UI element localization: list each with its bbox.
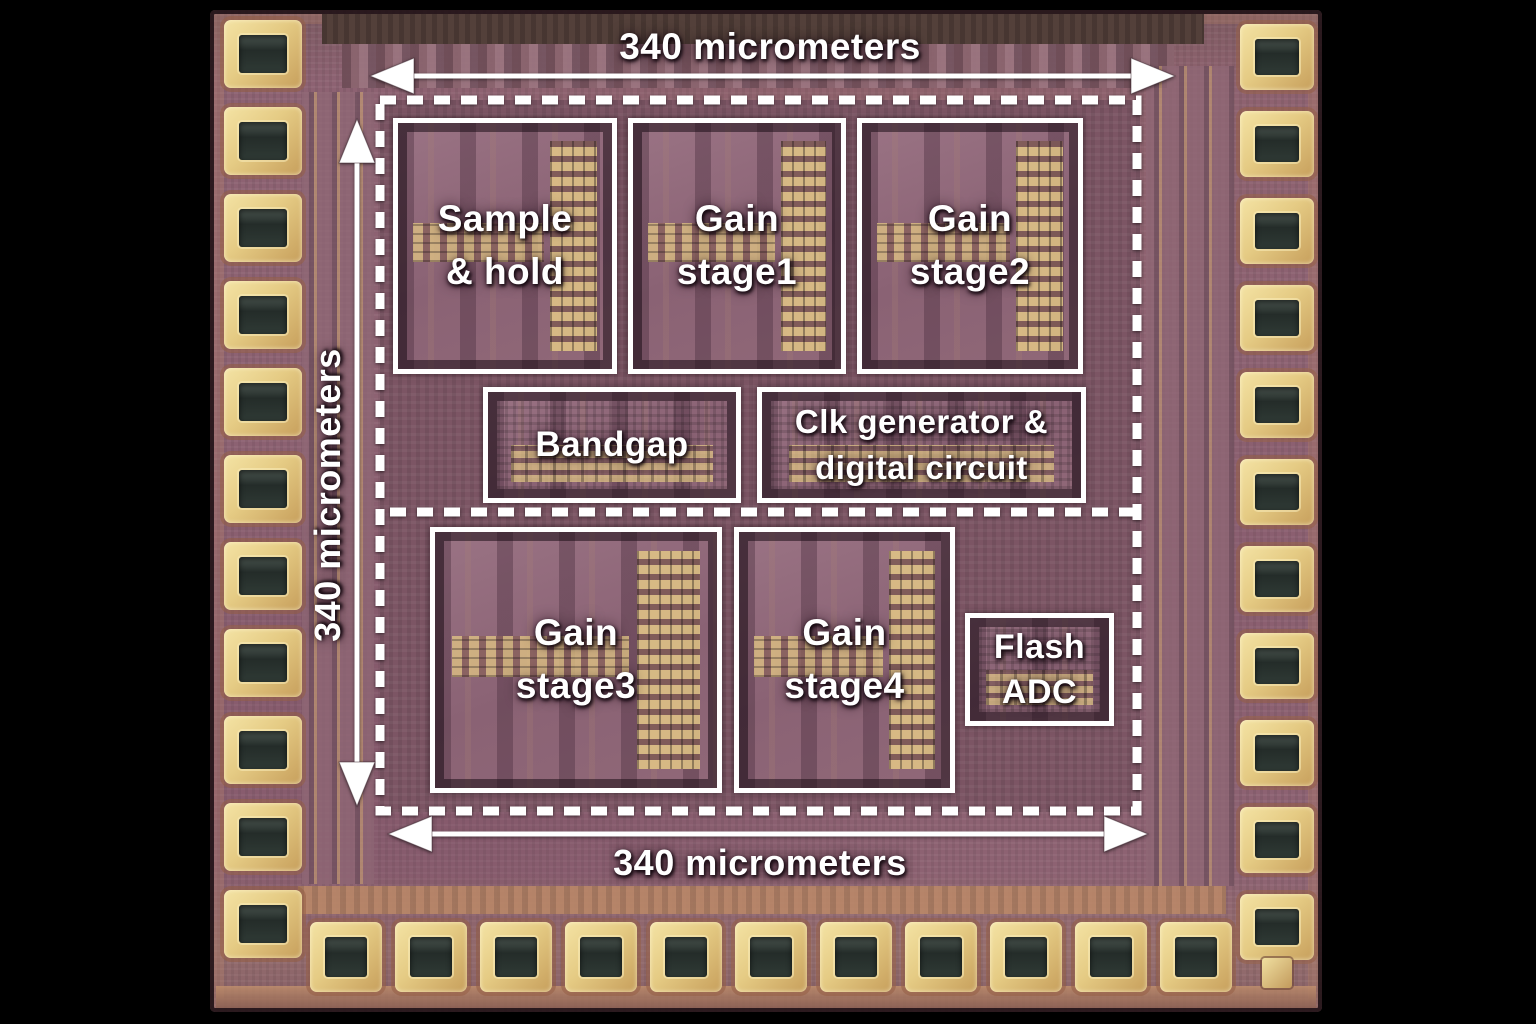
block-gain-stage4: Gain stage4 [734, 527, 955, 793]
bond-pad [480, 922, 552, 992]
top-seal-ring-band [322, 14, 1204, 44]
bond-pad [1240, 807, 1314, 873]
block-sample-and-hold: Sample & hold [393, 118, 617, 374]
bond-pad [990, 922, 1062, 992]
block-circuitry [497, 401, 727, 489]
block-gain-stage2: Gain stage2 [857, 118, 1083, 374]
bond-pad [1160, 922, 1232, 992]
right-routing-stripes [1146, 66, 1234, 886]
block-circuitry [748, 541, 941, 779]
dimension-label-left: 340 micrometers [307, 348, 348, 642]
block-circuitry [979, 627, 1100, 712]
block-circuitry [407, 132, 603, 360]
bond-pad [224, 107, 302, 175]
bond-pad [310, 922, 382, 992]
bond-pad [224, 194, 302, 262]
bond-pad [224, 890, 302, 958]
bond-pad [395, 922, 467, 992]
bond-pad [1240, 546, 1314, 612]
bond-pad [1240, 633, 1314, 699]
block-circuitry [871, 132, 1069, 360]
bottom-power-ring [298, 886, 1226, 914]
bond-pad [1240, 894, 1314, 960]
block-gain-stage1: Gain stage1 [628, 118, 846, 374]
bond-pad [1240, 24, 1314, 90]
dimension-label-top: 340 micrometers [619, 26, 921, 67]
bond-pad [1075, 922, 1147, 992]
left-routing-stripes [302, 92, 374, 884]
bond-pad [224, 455, 302, 523]
block-gain-stage3: Gain stage3 [430, 527, 722, 793]
corner-alignment-mark [1262, 958, 1292, 988]
bond-pad [224, 629, 302, 697]
dimension-label-bottom: 340 micrometers [613, 842, 907, 883]
block-circuitry [642, 132, 832, 360]
bond-pad [224, 368, 302, 436]
bond-pad [1240, 198, 1314, 264]
bond-pad [224, 716, 302, 784]
bond-pad [224, 542, 302, 610]
block-circuitry [771, 401, 1072, 489]
bond-pad [1240, 372, 1314, 438]
block-bandgap: Bandgap [483, 387, 741, 503]
bond-pad [1240, 720, 1314, 786]
block-circuitry [444, 541, 708, 779]
bond-pad [1240, 285, 1314, 351]
bond-pad [905, 922, 977, 992]
bond-pad [1240, 459, 1314, 525]
bond-pad [224, 281, 302, 349]
block-clk-generator-digital: Clk generator & digital circuit [757, 387, 1086, 503]
bond-pad [650, 922, 722, 992]
bond-pad [1240, 111, 1314, 177]
block-flash-adc: Flash ADC [965, 613, 1114, 726]
bond-pad [565, 922, 637, 992]
bond-pad [224, 803, 302, 871]
bond-pad [224, 20, 302, 88]
top-routing-stripes [342, 44, 1174, 88]
bond-pad [735, 922, 807, 992]
bond-pad [820, 922, 892, 992]
